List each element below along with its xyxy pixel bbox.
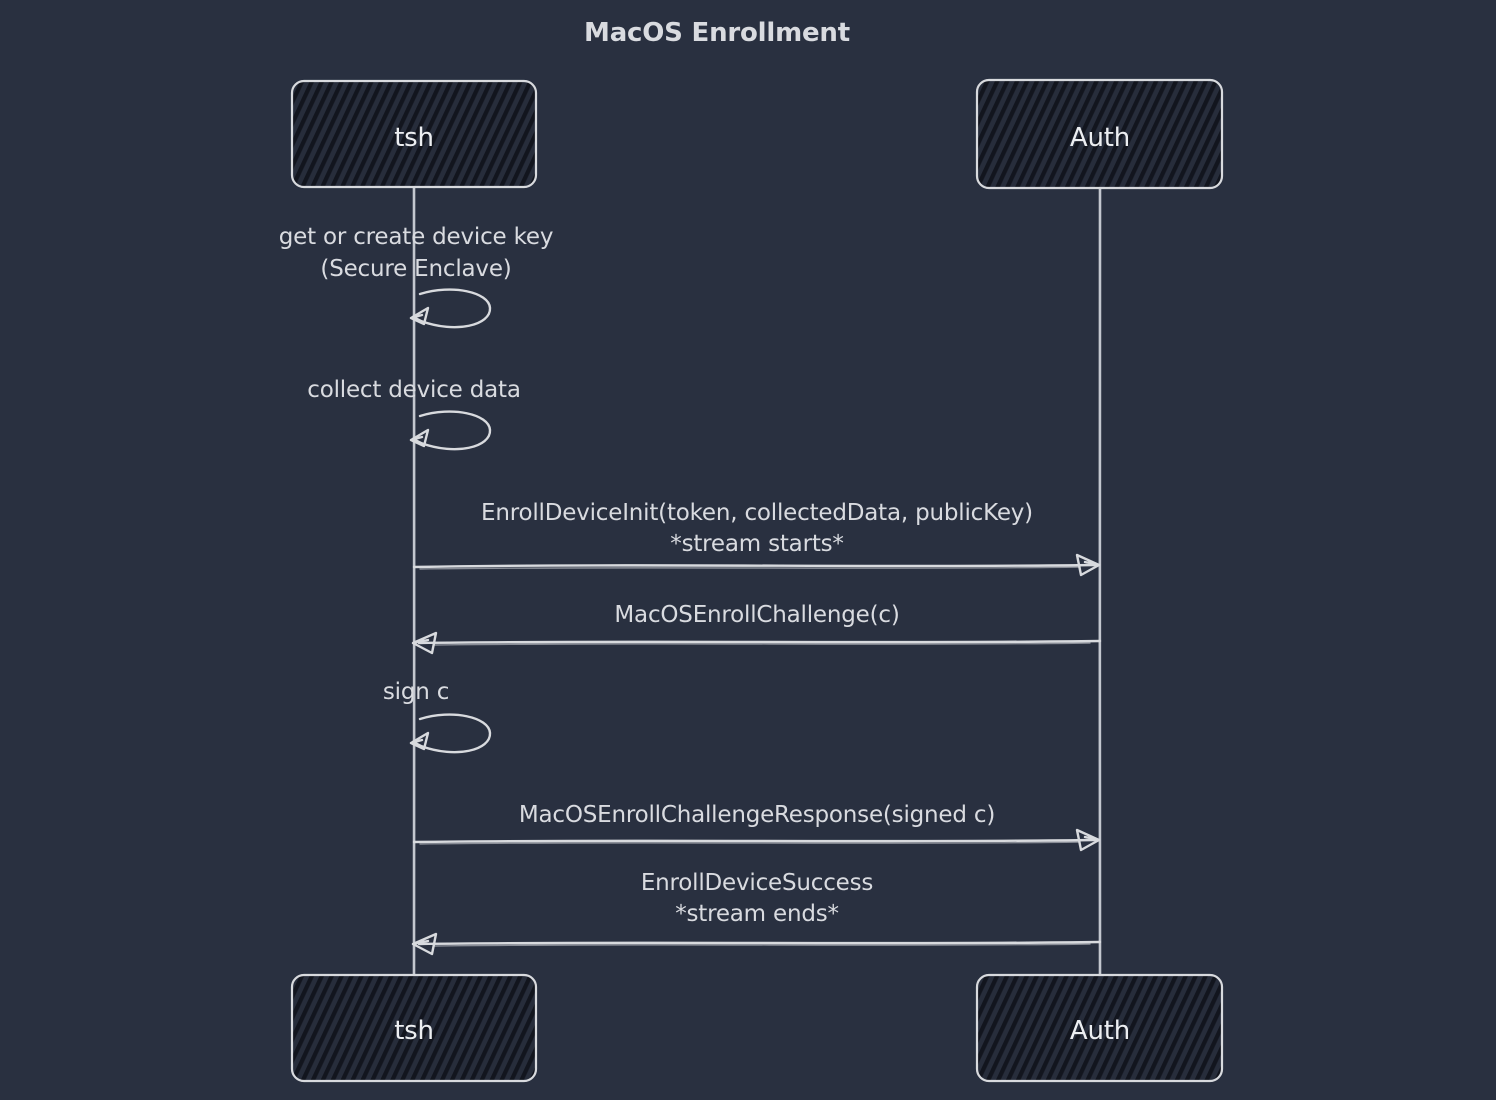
self-message-label: collect device data	[307, 377, 521, 403]
arrowhead-icon	[411, 631, 438, 655]
actor-bottom-auth: Auth	[975, 973, 1224, 1083]
actor-label-auth-bottom: Auth	[1070, 1016, 1130, 1046]
self-message-label: (Secure Enclave)	[320, 256, 511, 282]
message-label: EnrollDeviceInit(token, collectedData, p…	[481, 500, 1033, 526]
message-enroll-device-init: EnrollDeviceInit(token, collectedData, p…	[412, 500, 1101, 577]
message-arrow-sketch	[419, 566, 1081, 570]
message-arrow	[417, 940, 1102, 946]
actor-label-tsh-top: tsh	[394, 123, 434, 153]
self-message-label: get or create device key	[279, 224, 554, 250]
actor-label-auth-top: Auth	[1070, 123, 1130, 153]
message-enroll-success: EnrollDeviceSuccess *stream ends*	[411, 870, 1102, 956]
actor-top-auth: Auth	[975, 78, 1224, 190]
arrowhead-icon	[409, 306, 430, 326]
message-enroll-challenge: MacOSEnrollChallenge(c)	[411, 602, 1102, 655]
self-action-collect-data: collect device data	[307, 377, 521, 451]
lifeline-tsh	[412, 186, 416, 977]
message-label: MacOSEnrollChallenge(c)	[614, 602, 899, 628]
message-label: MacOSEnrollChallengeResponse(signed c)	[519, 802, 995, 828]
message-arrow-sketch	[433, 943, 1091, 947]
actor-box-tsh-top	[290, 79, 538, 189]
actor-label-tsh-bottom: tsh	[394, 1016, 434, 1046]
arrowhead-icon	[411, 932, 438, 956]
actor-top-tsh: tsh	[290, 79, 538, 189]
self-message-label: sign c	[383, 679, 449, 705]
self-action-sign: sign c	[383, 679, 492, 754]
message-label: EnrollDeviceSuccess	[641, 870, 873, 896]
arrowhead-icon	[409, 731, 430, 751]
actor-box-auth-bottom	[975, 973, 1224, 1083]
self-loop-arrow	[411, 713, 492, 754]
message-arrow-sketch	[419, 841, 1081, 845]
message-arrow	[417, 639, 1102, 645]
actor-box-tsh-bottom	[290, 973, 538, 1083]
actor-bottom-tsh: tsh	[290, 973, 538, 1083]
message-label: *stream ends*	[675, 901, 839, 927]
self-action-device-key: get or create device key (Secure Enclave…	[279, 224, 554, 329]
message-arrow-sketch	[433, 642, 1091, 646]
arrowhead-icon	[1075, 553, 1101, 577]
arrowhead-icon	[409, 428, 430, 448]
diagram-title: MacOS Enrollment	[584, 18, 850, 48]
self-loop-arrow	[411, 288, 492, 329]
self-loop-arrow	[411, 410, 492, 451]
lifeline-auth	[1098, 187, 1102, 977]
message-arrow	[412, 838, 1097, 844]
message-arrow	[412, 563, 1097, 569]
actor-box-auth-top	[975, 78, 1224, 190]
message-challenge-response: MacOSEnrollChallengeResponse(signed c)	[412, 802, 1101, 852]
message-label: *stream starts*	[670, 531, 843, 557]
arrowhead-icon	[1075, 828, 1101, 852]
